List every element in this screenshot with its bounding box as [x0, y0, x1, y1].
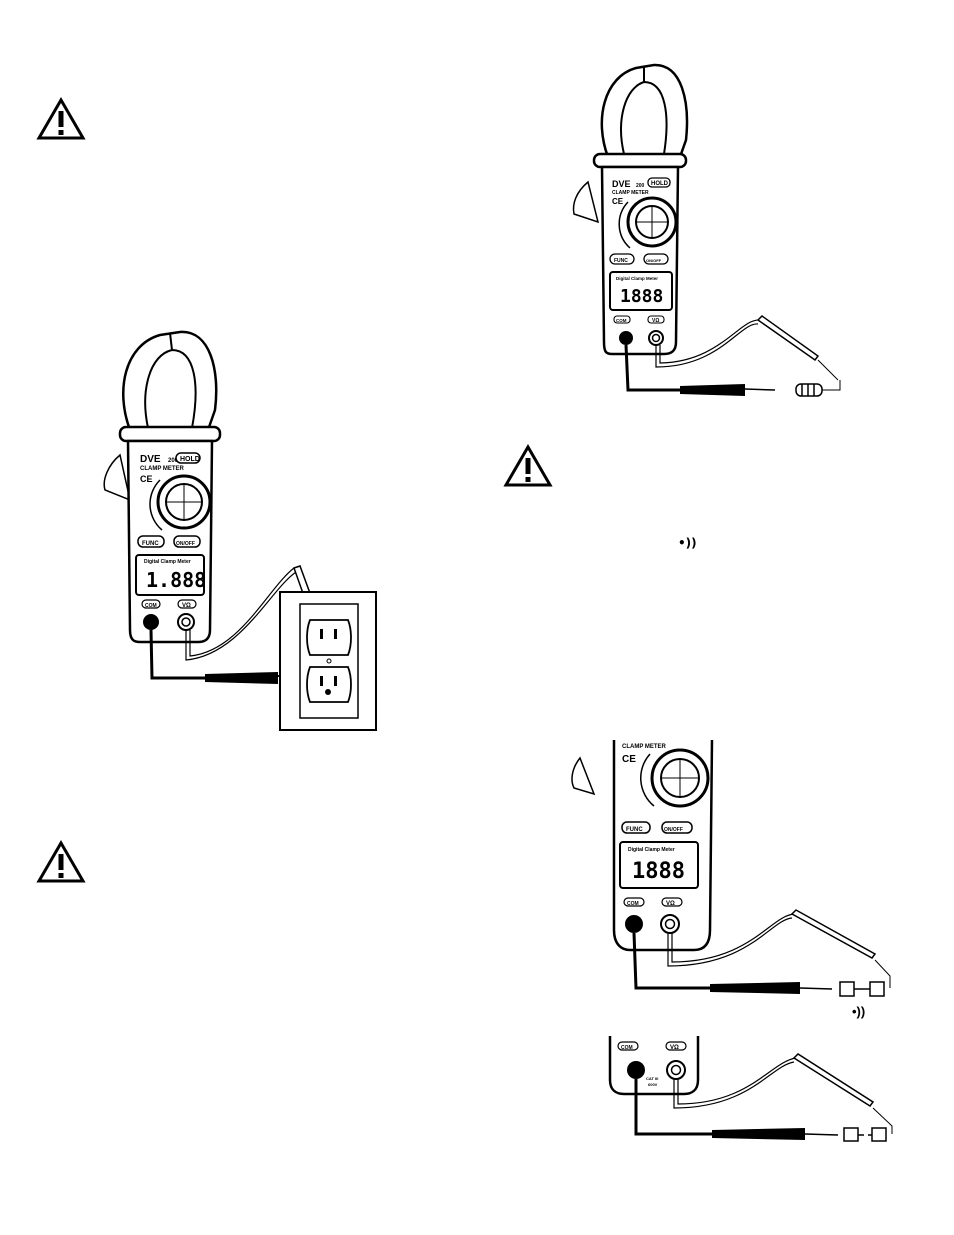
onoff-button-label: ON/OFF — [664, 827, 683, 833]
max-voltage-label: 600V — [648, 1082, 658, 1087]
onoff-button-label: ON/OFF — [176, 541, 195, 547]
hold-button-label: HOLD — [180, 456, 200, 463]
vohm-jack-label: VΩ — [182, 603, 191, 609]
com-jack-label: COM — [627, 901, 639, 907]
onoff-button-label: ON/OFF — [646, 258, 662, 263]
meter-title: CLAMP METER — [140, 466, 185, 472]
model-label: 200 — [636, 183, 645, 189]
continuity-symbol-text: •)) — [852, 1004, 865, 1019]
warning-icon — [503, 444, 553, 488]
clamp-meter-outlet-illustration: DVE 200 CLAMP METER HOLD CE FUNC ON/OFF … — [100, 330, 390, 740]
vohm-jack-label: VΩ — [670, 1045, 679, 1051]
lcd-digits: 1888 — [632, 859, 685, 884]
continuity-symbol-text: •)) — [678, 536, 697, 550]
func-button-label: FUNC — [614, 258, 628, 264]
hold-button-label: HOLD — [651, 181, 669, 187]
clamp-meter-continuity-illustration: CLAMP METER CE FUNC ON/OFF Digital Clamp… — [570, 740, 910, 1030]
brand-label: DVE — [140, 454, 161, 465]
lcd-digits: 1888 — [620, 286, 663, 307]
svg-text:CE: CE — [612, 197, 624, 206]
cat-rating-label: CAT III — [646, 1076, 658, 1081]
continuity-icon: •)) — [678, 536, 697, 550]
vohm-jack-label: VΩ — [666, 901, 675, 907]
meter-title: CLAMP METER — [622, 744, 667, 750]
brand-label: DVE — [612, 179, 631, 189]
lcd-label: Digital Clamp Meter — [616, 276, 658, 281]
func-button-label: FUNC — [142, 541, 159, 547]
com-jack-label: COM — [621, 1045, 633, 1051]
lcd-label: Digital Clamp Meter — [628, 847, 675, 853]
lcd-digits: 1.888 — [146, 568, 206, 592]
clamp-meter-resistor-illustration: DVE 200 CLAMP METER HOLD CE FUNC ON/OFF … — [570, 62, 860, 407]
com-jack-label: COM — [616, 318, 627, 323]
svg-text:CE: CE — [622, 754, 636, 765]
warning-icon — [36, 840, 86, 884]
lcd-label: Digital Clamp Meter — [144, 559, 191, 565]
func-button-label: FUNC — [626, 827, 643, 833]
svg-text:CE: CE — [140, 474, 153, 484]
warning-icon — [36, 97, 86, 141]
vohm-jack-label: VΩ — [652, 318, 659, 324]
com-jack-label: COM — [145, 603, 157, 609]
meter-title: CLAMP METER — [612, 190, 649, 196]
clamp-meter-jack-detail-illustration: COM VΩ CAT III 600V — [600, 1036, 910, 1146]
